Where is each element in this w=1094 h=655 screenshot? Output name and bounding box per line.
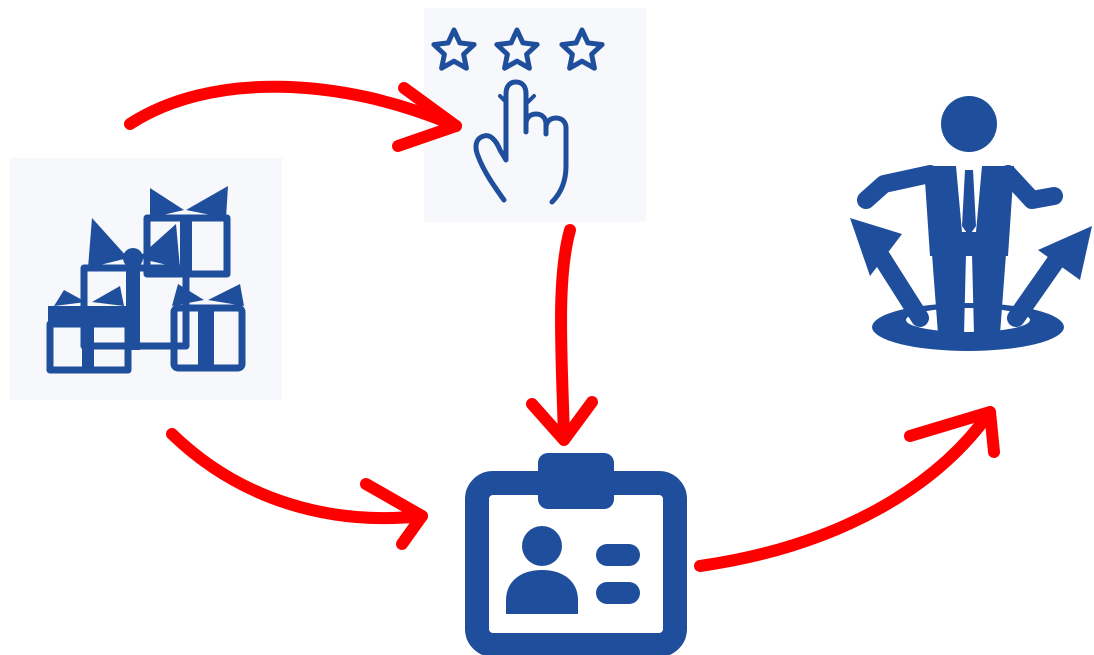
node-rating bbox=[424, 8, 646, 222]
pointing-hand-icon bbox=[473, 79, 569, 205]
edge-gifts-to-rating bbox=[124, 80, 462, 152]
edge-rating-to-id-card bbox=[526, 224, 598, 446]
businessman-crossroads-icon bbox=[850, 96, 1092, 351]
node-gifts bbox=[10, 158, 282, 400]
star-icon bbox=[559, 27, 605, 71]
star-icon bbox=[431, 27, 477, 71]
gift-boxes-icon bbox=[46, 186, 246, 374]
gifts-node-background bbox=[10, 158, 282, 400]
edge-id-card-to-choice bbox=[694, 406, 1000, 572]
star-rating-hand-icon bbox=[431, 27, 605, 205]
id-badge-icon bbox=[465, 453, 687, 655]
node-id-card bbox=[465, 453, 687, 655]
edge-gifts-to-id-card bbox=[166, 428, 428, 550]
node-choice bbox=[850, 96, 1092, 351]
star-icon bbox=[494, 27, 540, 71]
